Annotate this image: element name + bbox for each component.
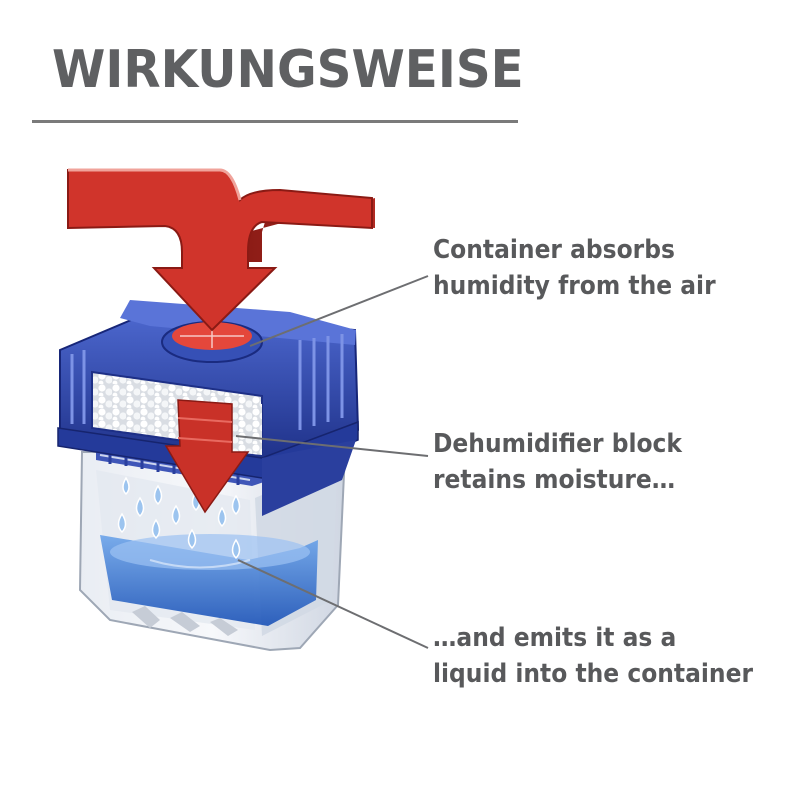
air-inlet xyxy=(161,321,263,363)
callout-absorb-line1: Container absorbs xyxy=(433,235,675,265)
page-title: WIRKUNGSWEISE xyxy=(52,40,524,100)
callout-absorb-line2: humidity from the air xyxy=(433,271,716,301)
leader-line-absorb xyxy=(249,275,429,347)
collected-water xyxy=(100,534,318,626)
callout-retain-line1: Dehumidifier block xyxy=(433,429,682,459)
leader-line-emit xyxy=(237,559,429,649)
title-underline xyxy=(32,120,518,123)
airflow-arrow xyxy=(67,168,375,514)
callout-absorb: Container absorbs humidity from the air xyxy=(433,232,716,304)
leader-line-retain xyxy=(235,435,429,457)
callout-emit: …and emits it as a liquid into the conta… xyxy=(433,620,753,692)
callout-emit-line2: liquid into the container xyxy=(433,659,753,689)
leader-lines xyxy=(235,275,429,649)
callout-emit-line1: …and emits it as a xyxy=(433,623,677,653)
callout-retain: Dehumidifier block retains moisture… xyxy=(433,426,682,498)
callout-retain-line2: retains moisture… xyxy=(433,465,676,495)
